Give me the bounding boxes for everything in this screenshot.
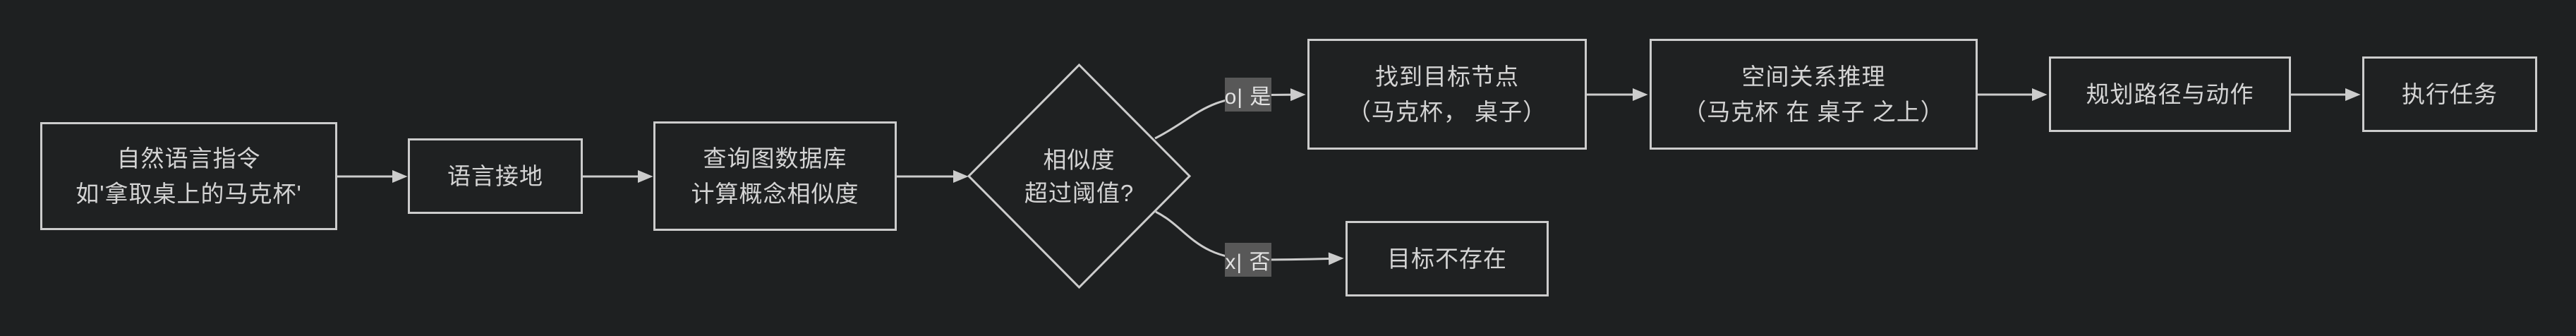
node-plan-path-actions: 规划路径与动作 [2049,56,2291,132]
decision-diamond-shape [967,63,1192,289]
node-target-found: 找到目标节点 （马克杯， 桌子） [1307,39,1587,150]
node-label-line: 计算概念相似度 [691,180,859,207]
node-query-graph-db: 查询图数据库 计算概念相似度 [653,121,897,231]
node-label-line: 语言接地 [447,162,543,189]
node-label-line: 相似度 [1043,147,1115,173]
node-language-grounding: 语言接地 [408,138,583,214]
node-label-line: 找到目标节点 [1375,63,1519,90]
node-label-line: 空间关系推理 [1741,63,1886,90]
node-label-line: 超过阈值? [1024,180,1135,206]
node-label-line: 如'拿取桌上的马克杯' [75,180,302,207]
edge-label-no: x| 否 [1225,243,1271,277]
node-label-line: 查询图数据库 [703,145,847,172]
node-natural-language-instruction: 自然语言指令 如'拿取桌上的马克杯' [40,122,337,230]
edge-label-yes: o| 是 [1225,78,1271,112]
node-spatial-reasoning: 空间关系推理 （马克杯 在 桌子 之上） [1650,39,1978,150]
node-label-line: 目标不存在 [1387,245,1507,272]
node-label-line: 规划路径与动作 [2086,80,2254,107]
node-target-not-exist: 目标不存在 [1346,221,1549,296]
node-label-line: 执行任务 [2402,80,2498,107]
node-label-line: 自然语言指令 [116,145,261,172]
node-execute-task: 执行任务 [2362,56,2537,132]
node-label-line: （马克杯 在 桌子 之上） [1683,98,1945,125]
node-label-line: （马克杯， 桌子） [1347,98,1547,125]
node-similarity-decision: 相似度 超过阈值? [983,141,1175,212]
